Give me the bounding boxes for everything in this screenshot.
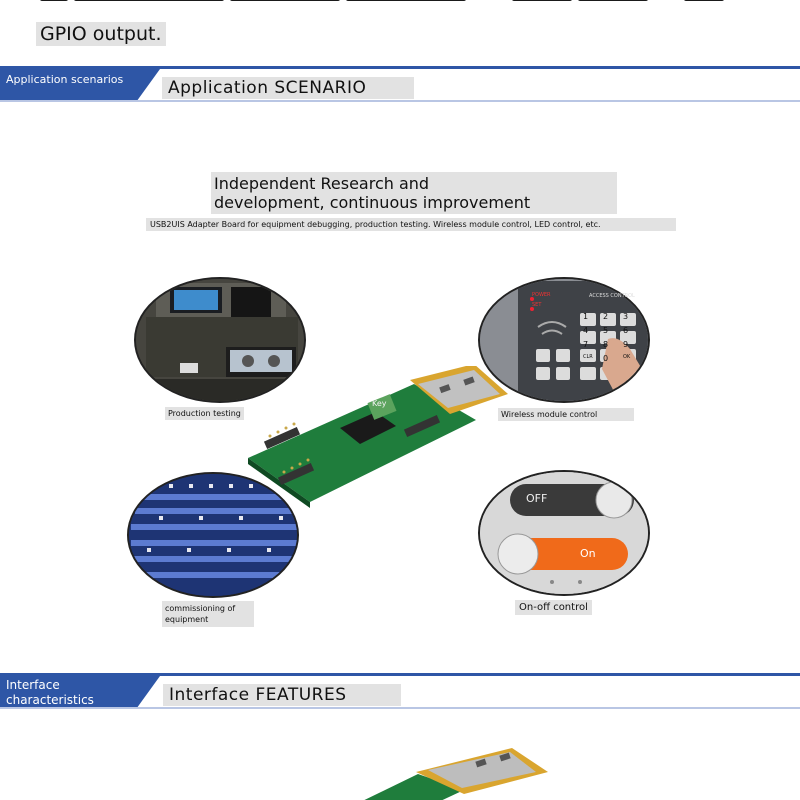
hero-subtext: USB2UIS Adapter Board for equipment debu… [146, 218, 676, 231]
keypad-access-label: ACCESS CONTROL [589, 293, 635, 299]
keypad-power-label: POWER [532, 292, 551, 298]
on-switch-label: On [580, 547, 596, 560]
application-tab-label: Application scenarios [6, 73, 124, 86]
wireless-module-control-label: Wireless module control [498, 408, 634, 421]
interface-section-title: Interface FEATURES [163, 684, 401, 706]
off-switch-label: OFF [526, 492, 548, 505]
adapter-key-label: Key [372, 399, 387, 408]
production-testing-label: Production testing [165, 407, 244, 420]
on-off-control-label: On-off control [515, 600, 592, 615]
commissioning-label: commissioning of equipment [162, 601, 254, 627]
commissioning-equipment-photo [127, 472, 299, 598]
keypad-set-label: SET [532, 302, 542, 308]
gpio-output-text: GPIO output. [36, 22, 166, 46]
application-tab [0, 69, 160, 100]
application-section-title: Application SCENARIO [162, 77, 414, 99]
interface-tab-label: Interface characteristics [6, 678, 94, 707]
production-testing-photo [134, 277, 306, 403]
interface-tab [0, 676, 160, 707]
interface-section-bar: Interface characteristics Interface FEAT… [0, 673, 800, 709]
usb-adapter-bottom-image [344, 748, 552, 800]
application-section-bar: Application scenarios Application SCENAR… [0, 66, 800, 102]
clipped-heading-text [40, 0, 760, 2]
wireless-module-keypad-photo [478, 277, 650, 403]
on-off-switch-photo [478, 470, 650, 596]
hero-heading: Independent Research and development, co… [211, 172, 617, 214]
usb-adapter-board-image [244, 364, 510, 516]
